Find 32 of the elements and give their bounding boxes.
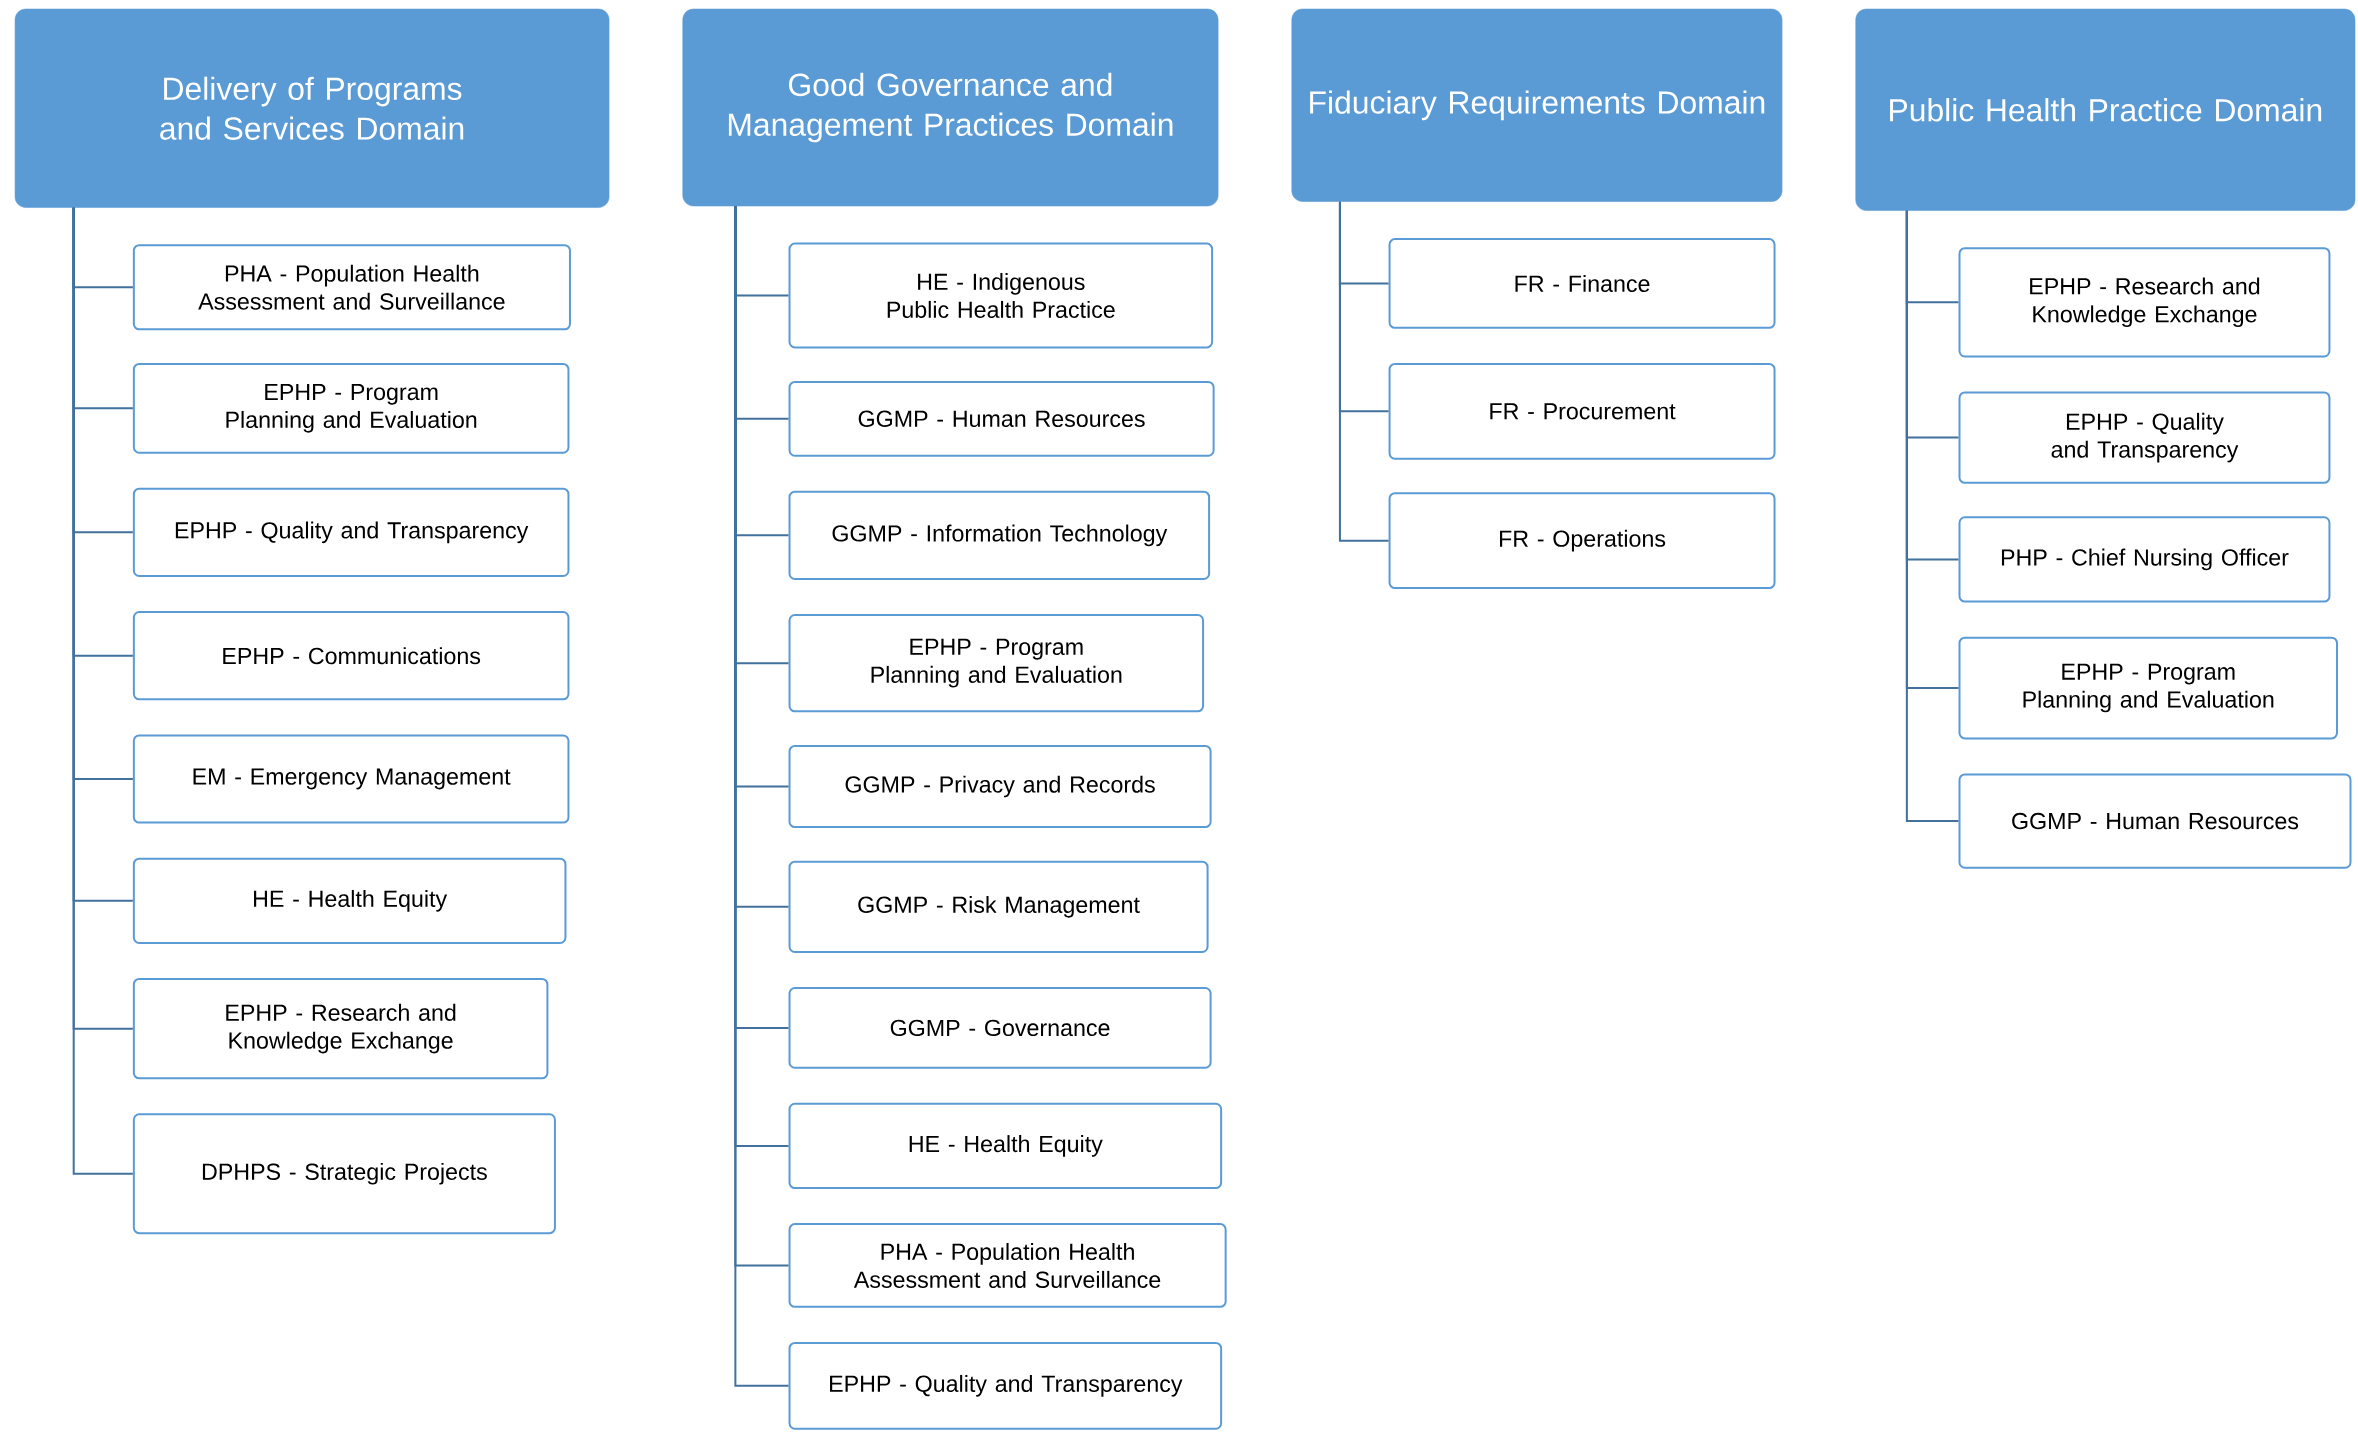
function-box: EPHP - Research and Knowledge Exchange — [132, 978, 549, 1080]
function-box: EPHP - Program Planning and Evaluation — [132, 363, 570, 454]
function-box: EPHP - Quality and Transparency — [1958, 391, 2331, 484]
function-box: HE - Indigenous Public Health Practice — [788, 242, 1214, 349]
domain-header-box: Public Health Practice Domain — [1855, 8, 2356, 211]
function-box: EPHP - Quality and Transparency — [132, 487, 570, 578]
function-box: GGMP - Information Technology — [788, 490, 1211, 581]
function-box: EPHP - Program Planning and Evaluation — [1958, 636, 2338, 740]
function-box: GGMP - Governance — [788, 987, 1212, 1069]
domain-header-box: Fiduciary Requirements Domain — [1291, 8, 1783, 202]
function-box: GGMP - Human Resources — [1958, 773, 2352, 869]
function-box: EPHP - Communications — [132, 611, 570, 701]
function-box: PHA - Population Health Assessment and Surveillance — [788, 1223, 1227, 1308]
function-box: HE - Health Equity — [132, 857, 567, 945]
function-box: FR - Finance — [1388, 238, 1776, 329]
function-box: PHA - Population Health Assessment and Surveillance — [132, 244, 571, 331]
function-box: GGMP - Risk Management — [788, 860, 1209, 954]
function-box: EPHP - Quality and Transparency — [788, 1342, 1223, 1430]
function-box: GGMP - Privacy and Records — [788, 745, 1212, 829]
domain-header-box: Delivery of Programs and Services Domain — [14, 8, 610, 208]
domain-header-box: Good Governance and Management Practices Domain — [682, 8, 1219, 207]
function-box: PHP - Chief Nursing Officer — [1958, 516, 2331, 603]
function-box: EM - Emergency Management — [132, 734, 570, 824]
connector-line — [1905, 209, 1960, 823]
function-box: DPHPS - Strategic Projects — [132, 1113, 556, 1235]
function-box: EPHP - Research and Knowledge Exchange — [1958, 247, 2331, 358]
function-box: EPHP - Program Planning and Evaluation — [788, 614, 1205, 713]
function-box: FR - Operations — [1388, 492, 1776, 590]
function-box: FR - Procurement — [1388, 363, 1776, 460]
function-box: GGMP - Human Resources — [788, 381, 1215, 457]
connector-line — [1338, 200, 1390, 542]
function-box: HE - Health Equity — [788, 1103, 1223, 1190]
